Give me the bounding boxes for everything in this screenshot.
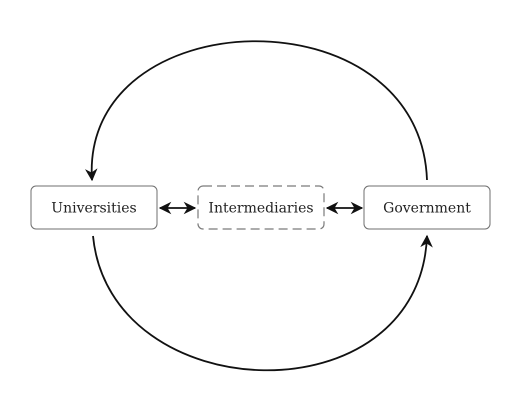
node-universities-label: Universities bbox=[51, 201, 136, 217]
node-intermediaries-box bbox=[197, 185, 325, 230]
node-intermediaries-label: Intermediaries bbox=[208, 201, 313, 217]
node-government-box bbox=[363, 185, 491, 230]
node-government-label: Government bbox=[383, 201, 471, 217]
node-intermediaries: Intermediaries bbox=[197, 185, 325, 230]
node-universities: Universities bbox=[30, 185, 158, 230]
node-government: Government bbox=[363, 185, 491, 230]
node-universities-box bbox=[30, 185, 158, 230]
arc-government-to-universities bbox=[84, 40, 428, 182]
arc-universities-to-government bbox=[92, 234, 433, 372]
